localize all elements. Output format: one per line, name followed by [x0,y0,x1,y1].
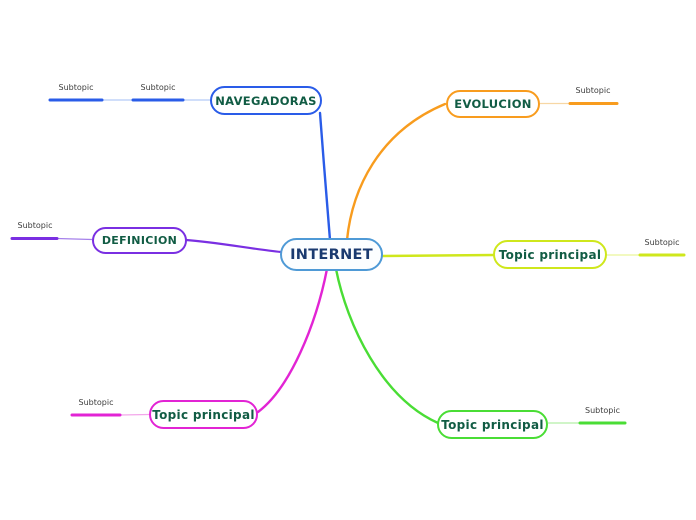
subtopic-evolucion[interactable]: Subtopic [575,86,611,95]
subtopic-topic-right[interactable]: Subtopic [644,238,680,247]
central-topic-label: INTERNET [290,246,373,263]
branch-curve-navegadoras [318,111,332,242]
branch-curve-evolucion [345,102,447,242]
branch-curve-topic-bottom-left [256,267,329,414]
central-topic-node[interactable]: INTERNET [280,238,383,271]
topic-node-navegadoras[interactable]: NAVEGADORAS [210,86,322,115]
subtopic-connector-definicion [56,237,93,241]
subtopic-navegadoras-outer[interactable]: Subtopic [58,83,94,92]
topic-label-definicion: DEFINICION [101,234,178,247]
topic-node-topic-right[interactable]: Topic principal [493,240,607,269]
branch-curve-topic-right [380,253,496,258]
topic-label-evolucion: EVOLUCION [454,97,532,111]
topic-node-evolucion[interactable]: EVOLUCION [446,90,540,118]
topic-label-topic-bottom-right: Topic principal [441,417,544,432]
subtopic-connector-topic-bottom-left [119,413,150,416]
subtopic-topic-bottom-right[interactable]: Subtopic [585,406,620,415]
subtopic-navegadoras-inner[interactable]: Subtopic [140,83,176,92]
topic-label-navegadoras: NAVEGADORAS [215,93,317,108]
topic-node-topic-bottom-left[interactable]: Topic principal [149,400,258,429]
subtopic-definicion[interactable]: Subtopic [17,221,53,230]
topic-node-topic-bottom-right[interactable]: Topic principal [437,410,548,439]
topic-label-topic-bottom-left: Topic principal [152,407,255,422]
topic-node-definicion[interactable]: DEFINICION [92,227,187,254]
branch-curve-topic-bottom-right [334,267,440,425]
topic-label-topic-right: Topic principal [498,247,602,262]
branch-curve-definicion [184,238,283,254]
subtopic-topic-bottom-left[interactable]: Subtopic [78,398,114,407]
